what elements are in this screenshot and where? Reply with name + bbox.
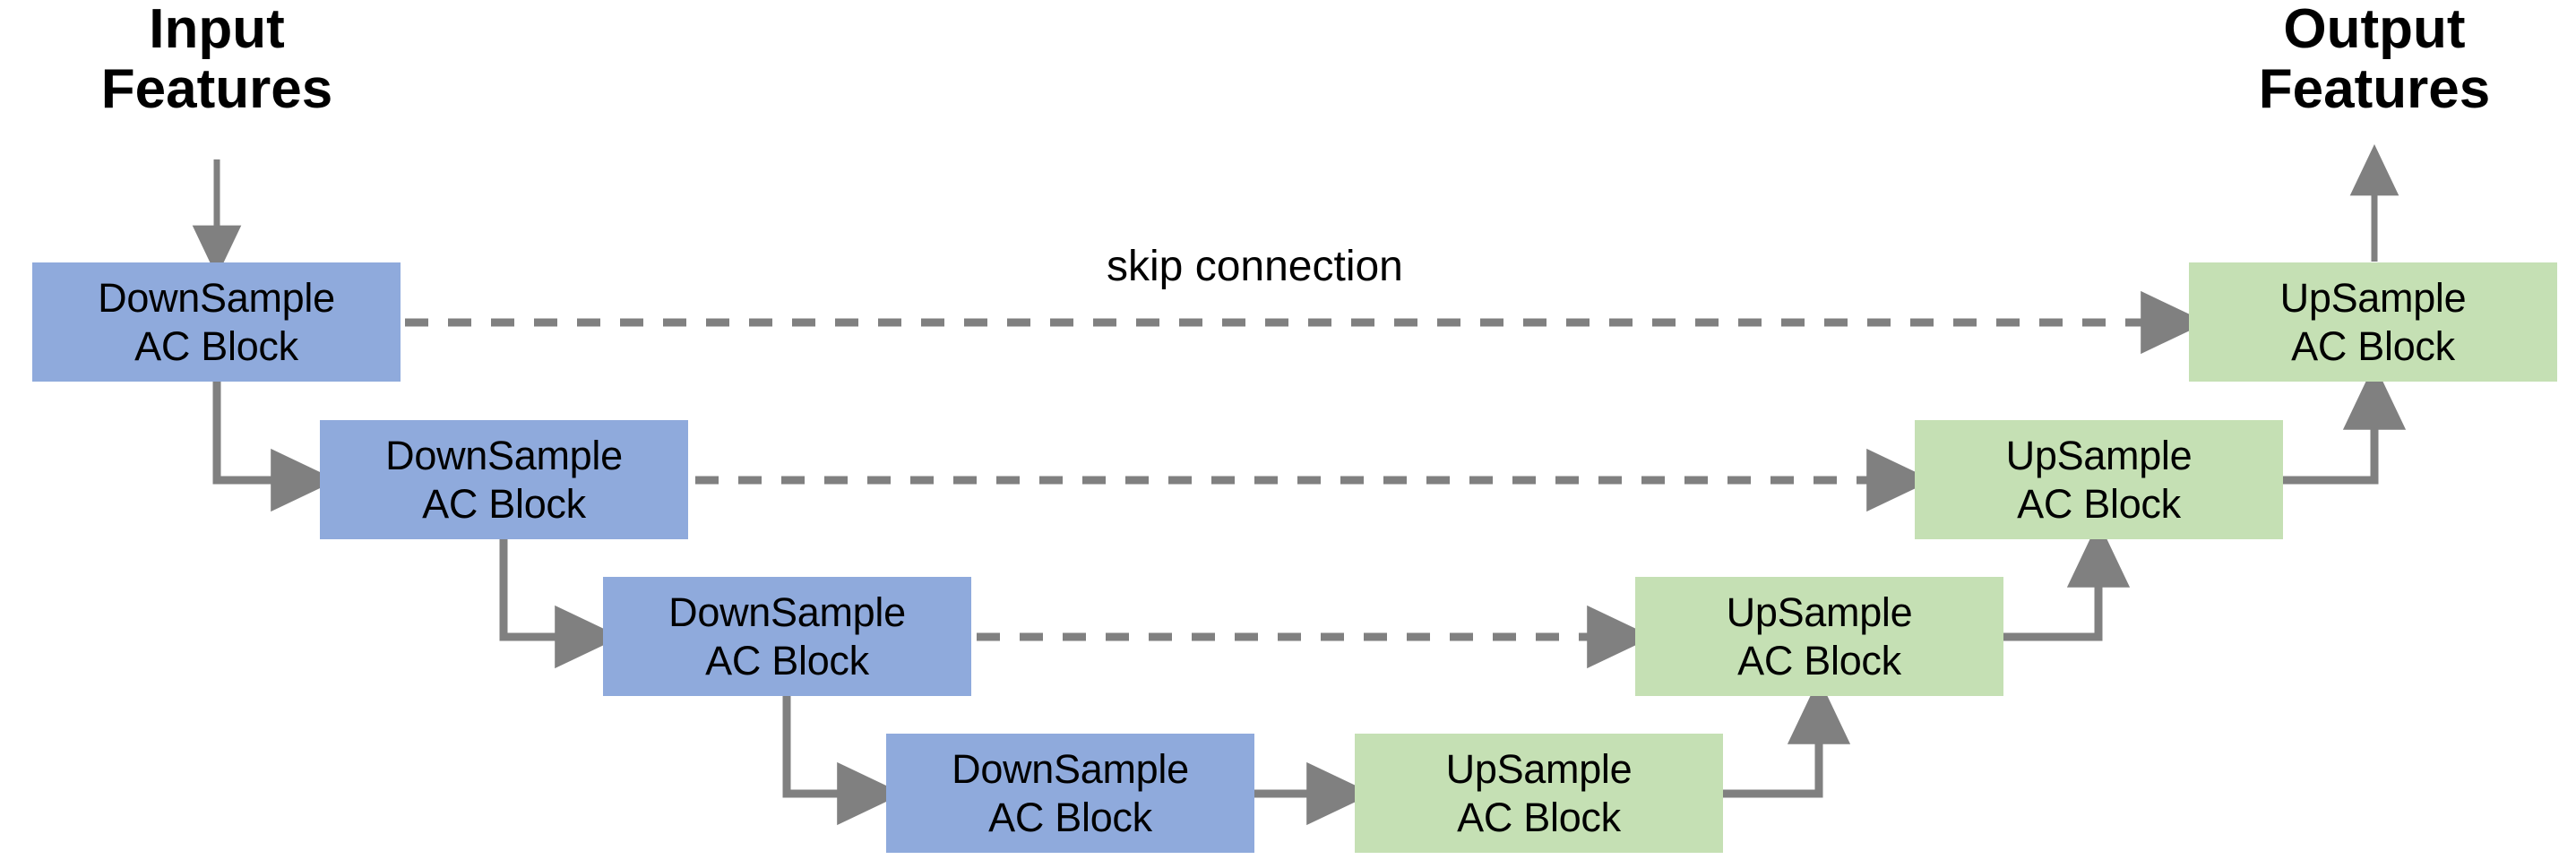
downsample-block-4-line2: AC Block bbox=[988, 794, 1152, 840]
arrow-up3-to-up2 bbox=[2003, 520, 2131, 641]
upsample-block-4-line1: UpSample bbox=[1445, 746, 1633, 793]
downsample-block-1[interactable]: DownSample AC Block bbox=[32, 262, 401, 382]
upsample-block-2-line2: AC Block bbox=[2017, 480, 2181, 527]
upsample-block-2-line1: UpSample bbox=[2005, 433, 2193, 479]
upsample-block-1[interactable]: UpSample AC Block bbox=[2189, 262, 2557, 382]
upsample-block-2[interactable]: UpSample AC Block bbox=[1915, 420, 2283, 539]
upsample-block-3[interactable]: UpSample AC Block bbox=[1635, 577, 2003, 696]
downsample-block-4-line1: DownSample bbox=[952, 746, 1189, 793]
downsample-block-3[interactable]: DownSample AC Block bbox=[603, 577, 971, 696]
upsample-block-4-line2: AC Block bbox=[1457, 794, 1621, 840]
upsample-block-1-line1: UpSample bbox=[2279, 275, 2467, 322]
input-features-label: Input Features bbox=[38, 0, 396, 120]
downsample-block-2-line1: DownSample bbox=[385, 433, 623, 479]
input-features-line1: Input bbox=[149, 0, 285, 60]
output-features-line1: Output bbox=[2283, 0, 2466, 60]
arrow-down2-to-down3 bbox=[499, 539, 622, 669]
upsample-block-3-line1: UpSample bbox=[1726, 589, 1913, 636]
upsample-block-1-line2: AC Block bbox=[2291, 322, 2455, 369]
downsample-block-3-line2: AC Block bbox=[705, 637, 869, 683]
downsample-block-2-line2: AC Block bbox=[422, 480, 586, 527]
downsample-block-1-line1: DownSample bbox=[98, 275, 335, 322]
output-features-line2: Features bbox=[2258, 57, 2491, 120]
downsample-block-4[interactable]: DownSample AC Block bbox=[886, 734, 1254, 853]
upsample-block-4[interactable]: UpSample AC Block bbox=[1355, 734, 1723, 853]
output-features-label: Output Features bbox=[2195, 0, 2554, 120]
arrow-down1-to-down2 bbox=[212, 382, 338, 512]
downsample-block-2[interactable]: DownSample AC Block bbox=[320, 420, 688, 539]
downsample-block-3-line1: DownSample bbox=[668, 589, 906, 636]
arrow-down3-to-down4 bbox=[782, 696, 904, 826]
arrow-up2-to-up1 bbox=[2283, 363, 2407, 485]
arrow-up4-to-up3 bbox=[1723, 677, 1851, 798]
upsample-block-3-line2: AC Block bbox=[1737, 637, 1901, 683]
input-features-line2: Features bbox=[100, 57, 333, 120]
downsample-block-1-line2: AC Block bbox=[134, 322, 298, 369]
skip-connection-label: skip connection bbox=[1107, 243, 1403, 290]
